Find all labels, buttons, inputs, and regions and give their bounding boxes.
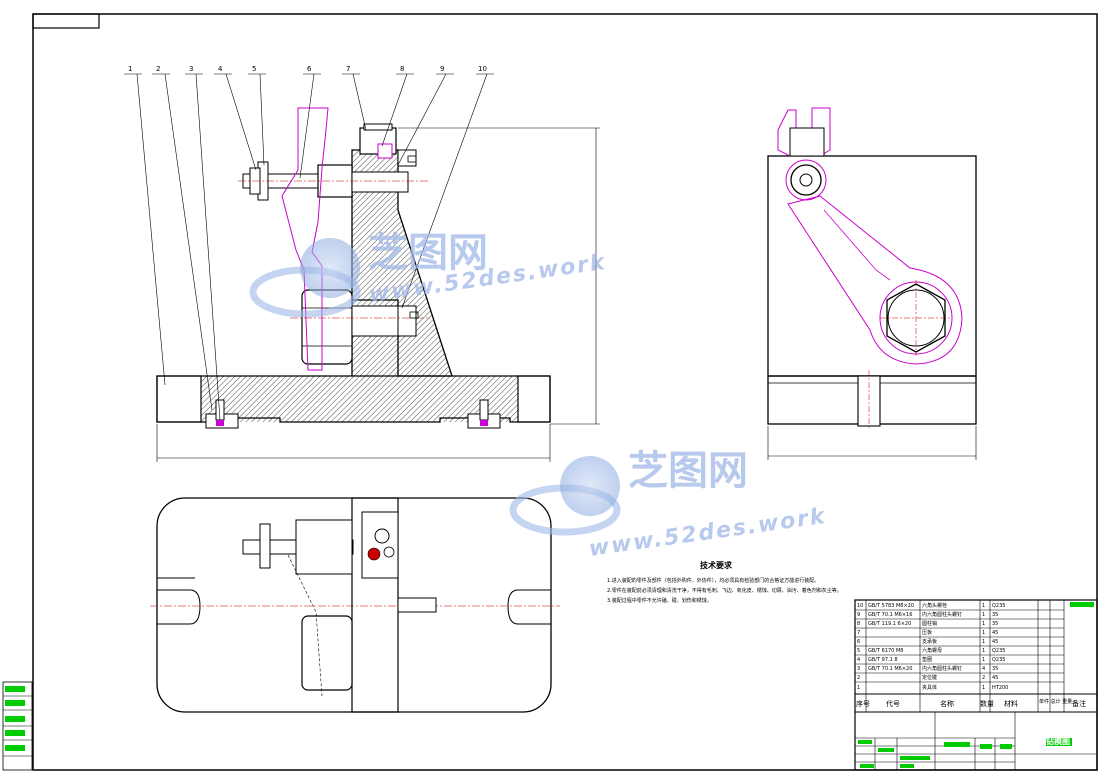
balloon-7: 7 — [346, 65, 350, 73]
svg-text:1: 1 — [982, 648, 985, 654]
technical-notes: 技术要求 1.进入装配的零件及部件（包括外购件、外协件），均必须具有检验部门的合… — [607, 560, 842, 604]
svg-text:GB/T 5783 M8×20: GB/T 5783 M8×20 — [868, 603, 914, 609]
svg-text:35: 35 — [992, 621, 998, 627]
svg-text:1: 1 — [982, 621, 985, 627]
drawing-name: 钻模图 — [1046, 736, 1070, 746]
hdr-no: 序号 — [856, 699, 870, 708]
watermark-brand-1: 芝图网 — [368, 230, 488, 276]
bom-green-cells — [858, 602, 1094, 768]
balloon-10: 10 — [478, 65, 487, 73]
svg-text:GB/T 6170 M8: GB/T 6170 M8 — [868, 648, 903, 654]
outer-border — [32, 13, 1098, 771]
side-strip — [2, 681, 33, 771]
balloon-8: 8 — [400, 65, 404, 73]
balloon-2: 2 — [156, 65, 160, 73]
svg-text:GB/T 70.1 M6×20: GB/T 70.1 M6×20 — [868, 666, 912, 672]
svg-text:45: 45 — [992, 630, 998, 636]
svg-text:4: 4 — [857, 657, 860, 663]
svg-text:2: 2 — [982, 675, 985, 681]
svg-text:9: 9 — [857, 612, 860, 618]
hdr-weight: 单件 总计 重量 — [1039, 698, 1072, 705]
svg-text:定位键: 定位键 — [922, 674, 937, 681]
svg-text:45: 45 — [992, 639, 998, 645]
svg-text:1: 1 — [982, 630, 985, 636]
bom-rows: 10 GB/T 5783 M8×20 六角头螺栓 1 Q235 9 GB/T 7… — [857, 602, 1008, 691]
side-view — [767, 107, 977, 460]
svg-text:GB/T 70.1 M6×16: GB/T 70.1 M6×16 — [868, 612, 912, 618]
svg-text:支承板: 支承板 — [922, 638, 937, 645]
watermark-url-2: www.52des.work — [587, 504, 828, 562]
svg-text:GB/T 97.1 8: GB/T 97.1 8 — [868, 657, 898, 663]
hdr-qty: 数量 — [980, 699, 994, 708]
svg-text:圆柱销: 圆柱销 — [922, 620, 937, 627]
watermark-brand-2: 芝图网 — [628, 448, 748, 494]
corner-tab — [32, 13, 100, 29]
svg-text:1: 1 — [982, 685, 985, 691]
svg-text:10: 10 — [857, 603, 863, 609]
svg-text:内六角圆柱头螺钉: 内六角圆柱头螺钉 — [922, 611, 962, 618]
hdr-mat: 材料 — [1004, 699, 1018, 708]
svg-text:5: 5 — [857, 648, 860, 654]
notes-line-3: 3.装配过程中零件不允许磕、碰、划伤和锈蚀。 — [607, 597, 712, 604]
svg-text:六角头螺栓: 六角头螺栓 — [922, 602, 947, 609]
notes-line-1: 1.进入装配的零件及部件（包括外购件、外协件），均必须具有检验部门的合格证方能进… — [607, 577, 819, 584]
part-balloons: 1 2 3 4 5 6 7 8 9 10 — [128, 65, 487, 73]
top-view — [150, 497, 560, 713]
svg-text:3: 3 — [857, 666, 860, 672]
svg-text:1: 1 — [982, 657, 985, 663]
svg-text:6: 6 — [857, 639, 860, 645]
svg-text:Q235: Q235 — [992, 657, 1005, 663]
svg-text:垫圈: 垫圈 — [922, 656, 932, 663]
balloon-5: 5 — [252, 65, 256, 73]
leader-lines — [124, 73, 494, 421]
svg-text:8: 8 — [857, 621, 860, 627]
balloon-4: 4 — [218, 65, 223, 73]
svg-text:GB/T 119.1 6×20: GB/T 119.1 6×20 — [868, 621, 911, 627]
svg-text:45: 45 — [992, 675, 998, 681]
svg-text:Q235: Q235 — [992, 603, 1005, 609]
balloon-9: 9 — [440, 65, 444, 73]
svg-text:夹具体: 夹具体 — [922, 684, 937, 691]
svg-text:压板: 压板 — [922, 629, 932, 636]
watermark-2: 芝图网 www.52des.work — [509, 448, 828, 562]
svg-text:内六角圆柱头螺钉: 内六角圆柱头螺钉 — [922, 665, 962, 672]
svg-text:7: 7 — [857, 630, 860, 636]
hdr-code: 代号 — [886, 699, 900, 708]
hdr-remark: 备注 — [1072, 699, 1086, 708]
bom-table — [854, 599, 1098, 771]
svg-text:1: 1 — [982, 639, 985, 645]
svg-text:Q235: Q235 — [992, 648, 1005, 654]
svg-text:35: 35 — [992, 666, 998, 672]
svg-text:2: 2 — [857, 675, 860, 681]
balloon-3: 3 — [189, 65, 193, 73]
bom-header: 序号 代号 名称 数量 材料 单件 总计 重量 备注 — [856, 698, 1086, 708]
svg-text:1: 1 — [857, 685, 860, 691]
title-block-name: 钻模图 — [1046, 736, 1070, 746]
svg-text:1: 1 — [982, 603, 985, 609]
hdr-name: 名称 — [940, 699, 954, 708]
notes-line-2: 2.零件在装配前必须清理和清洗干净，不得有毛刺、飞边、氧化皮、锈蚀、切屑、油污、… — [607, 587, 842, 594]
balloon-1: 1 — [128, 65, 132, 73]
dimensions-front — [156, 127, 600, 462]
svg-text:六角螺母: 六角螺母 — [922, 647, 942, 654]
balloon-6: 6 — [307, 65, 312, 73]
front-view — [156, 107, 551, 429]
notes-title: 技术要求 — [700, 560, 733, 570]
svg-text:HT200: HT200 — [992, 685, 1008, 691]
svg-text:35: 35 — [992, 612, 998, 618]
svg-text:1: 1 — [982, 612, 985, 618]
svg-text:4: 4 — [982, 666, 985, 672]
